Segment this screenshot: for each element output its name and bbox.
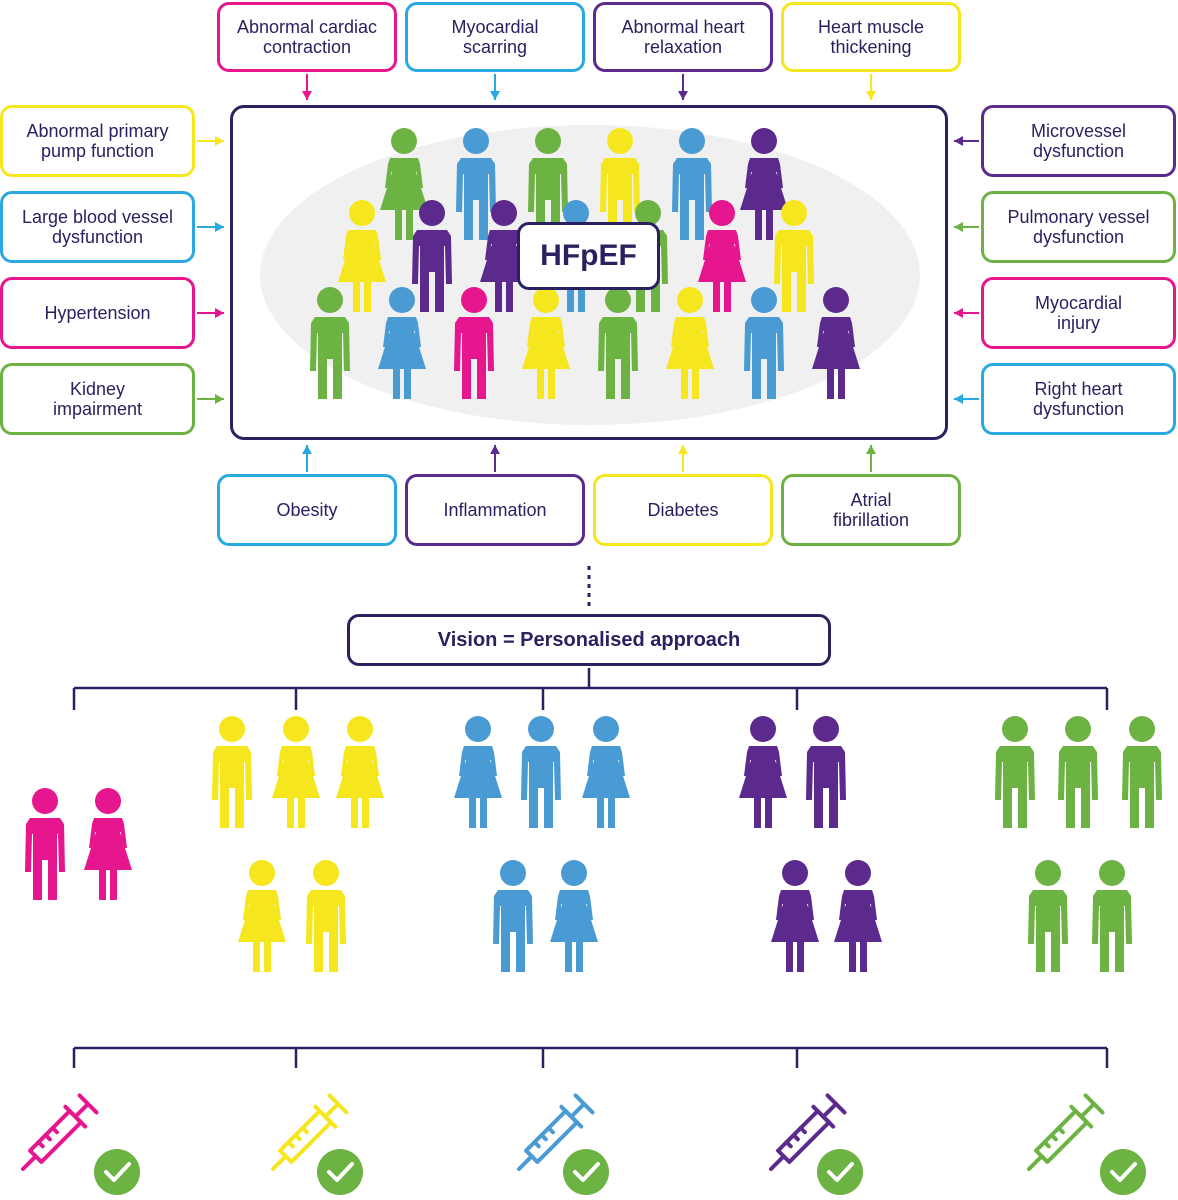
vision-label: Vision = Personalised approach (347, 614, 831, 666)
group-5-person-4 (1028, 860, 1068, 972)
crowd-person-3-4 (522, 287, 570, 399)
factor-box-left-2: Large blood vessel dysfunction (0, 191, 195, 263)
group-2-person-4 (238, 860, 286, 972)
group-2-person-5 (306, 860, 346, 972)
check-4-icon (817, 1149, 863, 1195)
group-3-person-1 (454, 716, 502, 828)
factor-box-bottom-1: Obesity (217, 474, 397, 546)
factor-box-left-1: Abnormal primary pump function (0, 105, 195, 177)
syringe-3-icon (516, 1093, 595, 1172)
arrow-right-4 (954, 394, 979, 404)
syringe-4-icon (768, 1093, 847, 1172)
group-3-person-3 (582, 716, 630, 828)
syringe-2-icon (270, 1093, 349, 1172)
group-5-person-3 (1122, 716, 1162, 828)
group-5-person-1 (995, 716, 1035, 828)
group-2-person-3 (336, 716, 384, 828)
factor-box-top-2: Myocardial scarring (405, 2, 585, 72)
hfpef-label: HFpEF (517, 222, 660, 290)
check-1-icon (94, 1149, 140, 1195)
factor-box-left-4: Kidney impairment (0, 363, 195, 435)
crowd-person-1-3 (528, 128, 568, 240)
arrow-left-4 (197, 394, 224, 404)
crowd-person-1-2 (456, 128, 496, 240)
crowd-person-3-7 (744, 287, 784, 399)
factor-box-top-3: Abnormal heart relaxation (593, 2, 773, 72)
factor-box-top-1: Abnormal cardiac contraction (217, 2, 397, 72)
crowd-person-2-6 (698, 200, 746, 312)
arrow-bottom-3 (678, 445, 688, 472)
arrow-right-3 (954, 308, 979, 318)
check-5-icon (1100, 1149, 1146, 1195)
group-bracket (72, 668, 1109, 710)
treatment-bracket (72, 1046, 1109, 1068)
group-1-person-2 (84, 788, 132, 900)
crowd-person-3-1 (310, 287, 350, 399)
group-4-person-1 (739, 716, 787, 828)
arrow-left-2 (197, 222, 224, 232)
arrow-top-4 (866, 74, 876, 100)
crowd-person-3-8 (812, 287, 860, 399)
crowd-person-2-3 (480, 200, 528, 312)
check-3-icon (563, 1149, 609, 1195)
group-4-person-4 (834, 860, 882, 972)
crowd-person-3-3 (454, 287, 494, 399)
arrow-right-1 (954, 136, 979, 146)
arrow-top-3 (678, 74, 688, 100)
group-4-person-3 (771, 860, 819, 972)
group-3-person-2 (521, 716, 561, 828)
crowd-person-1-1 (380, 128, 428, 240)
group-1-person-1 (25, 788, 65, 900)
arrow-top-1 (302, 74, 312, 100)
factor-box-bottom-2: Inflammation (405, 474, 585, 546)
arrow-bottom-1 (302, 445, 312, 472)
factor-box-bottom-4: Atrial fibrillation (781, 474, 961, 546)
arrow-right-2 (954, 222, 979, 232)
crowd-person-1-5 (672, 128, 712, 240)
factor-box-right-3: Myocardial injury (981, 277, 1176, 349)
crowd-person-2-2 (412, 200, 452, 312)
arrow-bottom-4 (866, 445, 876, 472)
group-5-person-5 (1092, 860, 1132, 972)
group-2-person-1 (212, 716, 252, 828)
crowd-person-3-2 (378, 287, 426, 399)
crowd-person-1-4 (600, 128, 640, 240)
check-2-icon (317, 1149, 363, 1195)
crowd-person-3-5 (598, 287, 638, 399)
arrow-left-3 (197, 308, 224, 318)
factor-box-top-4: Heart muscle thickening (781, 2, 961, 72)
arrow-bottom-2 (490, 445, 500, 472)
group-4-person-2 (806, 716, 846, 828)
crowd-person-2-1 (338, 200, 386, 312)
arrow-top-2 (490, 74, 500, 100)
crowd-person-2-7 (774, 200, 814, 312)
group-3-person-4 (493, 860, 533, 972)
crowd-person-1-6 (740, 128, 788, 240)
factor-box-right-1: Microvessel dysfunction (981, 105, 1176, 177)
factor-box-right-4: Right heart dysfunction (981, 363, 1176, 435)
group-3-person-5 (550, 860, 598, 972)
factor-box-bottom-3: Diabetes (593, 474, 773, 546)
crowd-person-3-6 (666, 287, 714, 399)
group-5-person-2 (1058, 716, 1098, 828)
group-2-person-2 (272, 716, 320, 828)
arrow-left-1 (197, 136, 224, 146)
syringe-5-icon (1026, 1093, 1105, 1172)
factor-box-right-2: Pulmonary vessel dysfunction (981, 191, 1176, 263)
factor-box-left-3: Hypertension (0, 277, 195, 349)
syringe-1-icon (20, 1093, 99, 1172)
